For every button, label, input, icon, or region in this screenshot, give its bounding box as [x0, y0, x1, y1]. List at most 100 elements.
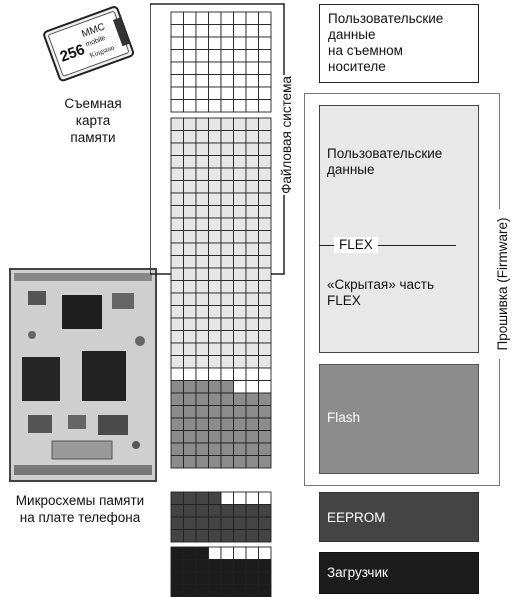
phone-memory-cell	[220, 380, 234, 394]
phone-memory-cell	[170, 367, 184, 381]
user-data-box	[319, 105, 479, 353]
phone-memory-cell	[183, 405, 197, 419]
phone-memory-cell	[195, 192, 209, 206]
phone-memory-cell	[220, 130, 234, 144]
eeprom-memory-cell	[208, 529, 222, 543]
phone-memory-cell	[233, 405, 247, 419]
loader-memory-cell	[245, 571, 259, 585]
eeprom-memory-cell	[233, 491, 247, 505]
phone-memory-cell	[258, 217, 272, 231]
user-data-line-1: Пользовательские	[327, 146, 443, 161]
phone-memory-cell	[245, 355, 259, 369]
loader-memory-cell	[183, 571, 197, 585]
phone-memory-cell	[220, 255, 234, 269]
phone-memory-cell	[195, 392, 209, 406]
onboard-label-line-2: на плате телефона	[19, 510, 141, 525]
loader-memory-cell	[170, 559, 184, 573]
phone-memory-cell	[183, 442, 197, 456]
loader-memory-cell	[208, 546, 222, 560]
phone-memory-cell	[233, 317, 247, 331]
phone-memory-cell	[233, 455, 247, 469]
phone-memory-cell	[183, 192, 197, 206]
removable-memory-cell	[233, 86, 247, 100]
removable-memory-cell	[220, 99, 234, 113]
phone-memory-cell	[220, 342, 234, 356]
eeprom-memory-cell	[195, 491, 209, 505]
phone-memory-cell	[170, 405, 184, 419]
phone-memory-cell	[170, 292, 184, 306]
removable-memory-cell	[245, 49, 259, 63]
phone-memory-cell	[233, 205, 247, 219]
removable-memory-cell	[220, 24, 234, 38]
removable-memory-cell	[220, 11, 234, 25]
removable-memory-cell	[258, 74, 272, 88]
phone-memory-cell	[195, 280, 209, 294]
phone-memory-cell	[233, 355, 247, 369]
phone-memory-cell	[220, 267, 234, 281]
removable-memory-cell	[258, 49, 272, 63]
phone-memory-cell	[233, 142, 247, 156]
memory-card-image: 256 MMC mobile Kingston	[43, 6, 135, 82]
removable-memory-cell	[195, 86, 209, 100]
eeprom-memory-cell	[220, 529, 234, 543]
phone-memory-cell	[208, 330, 222, 344]
phone-memory-cell	[170, 417, 184, 431]
eeprom-memory-cell	[195, 529, 209, 543]
loader-memory-cell	[208, 571, 222, 585]
removable-memory-cell	[195, 99, 209, 113]
removable-memory-cell	[233, 49, 247, 63]
phone-memory-cell	[195, 442, 209, 456]
eeprom-memory-cell	[245, 516, 259, 530]
eeprom-memory-cell	[220, 504, 234, 518]
removable-memory-cell	[233, 99, 247, 113]
phone-memory-cell	[183, 217, 197, 231]
phone-memory-cell	[208, 430, 222, 444]
removable-memory-cell	[208, 24, 222, 38]
phone-memory-cell	[208, 342, 222, 356]
phone-memory-cell	[183, 430, 197, 444]
removable-memory-cell	[220, 36, 234, 50]
phone-memory-cell	[220, 155, 234, 169]
removable-memory-cell	[183, 99, 197, 113]
removable-memory-cell	[245, 24, 259, 38]
phone-memory-cell	[258, 367, 272, 381]
phone-memory-cell	[170, 142, 184, 156]
removable-memory-cell	[258, 24, 272, 38]
removable-user-data-line-4: носителе	[328, 59, 386, 74]
phone-memory-cell	[245, 305, 259, 319]
phone-memory-cell	[233, 192, 247, 206]
loader-memory-cell	[170, 546, 184, 560]
phone-memory-cell	[245, 155, 259, 169]
phone-memory-cell	[233, 217, 247, 231]
eeprom-memory-cell	[220, 516, 234, 530]
phone-memory-cell	[170, 130, 184, 144]
phone-memory-cell	[208, 405, 222, 419]
removable-memory-cell	[245, 99, 259, 113]
phone-memory-cell	[183, 130, 197, 144]
phone-memory-cell	[195, 417, 209, 431]
phone-memory-cell	[170, 255, 184, 269]
phone-memory-cell	[233, 155, 247, 169]
phone-memory-cell	[170, 167, 184, 181]
phone-memory-cell	[183, 305, 197, 319]
removable-card-label: Съемная карта памяти	[38, 95, 148, 146]
phone-memory-cell	[220, 192, 234, 206]
phone-memory-cell	[170, 430, 184, 444]
phone-memory-cell	[183, 230, 197, 244]
eeprom-memory-cell	[183, 529, 197, 543]
phone-memory-cell	[183, 205, 197, 219]
phone-memory-cell	[220, 455, 234, 469]
phone-memory-cell	[195, 330, 209, 344]
eeprom-box	[319, 492, 479, 542]
phone-memory-cell	[195, 292, 209, 306]
phone-memory-cell	[170, 242, 184, 256]
phone-memory-cell	[245, 292, 259, 306]
phone-memory-cell	[233, 330, 247, 344]
phone-memory-cell	[233, 392, 247, 406]
phone-memory-cell	[220, 330, 234, 344]
phone-memory-cell	[208, 130, 222, 144]
phone-memory-cell	[195, 217, 209, 231]
flash-box	[319, 364, 479, 474]
phone-memory-cell	[208, 142, 222, 156]
eeprom-memory-cell	[170, 529, 184, 543]
